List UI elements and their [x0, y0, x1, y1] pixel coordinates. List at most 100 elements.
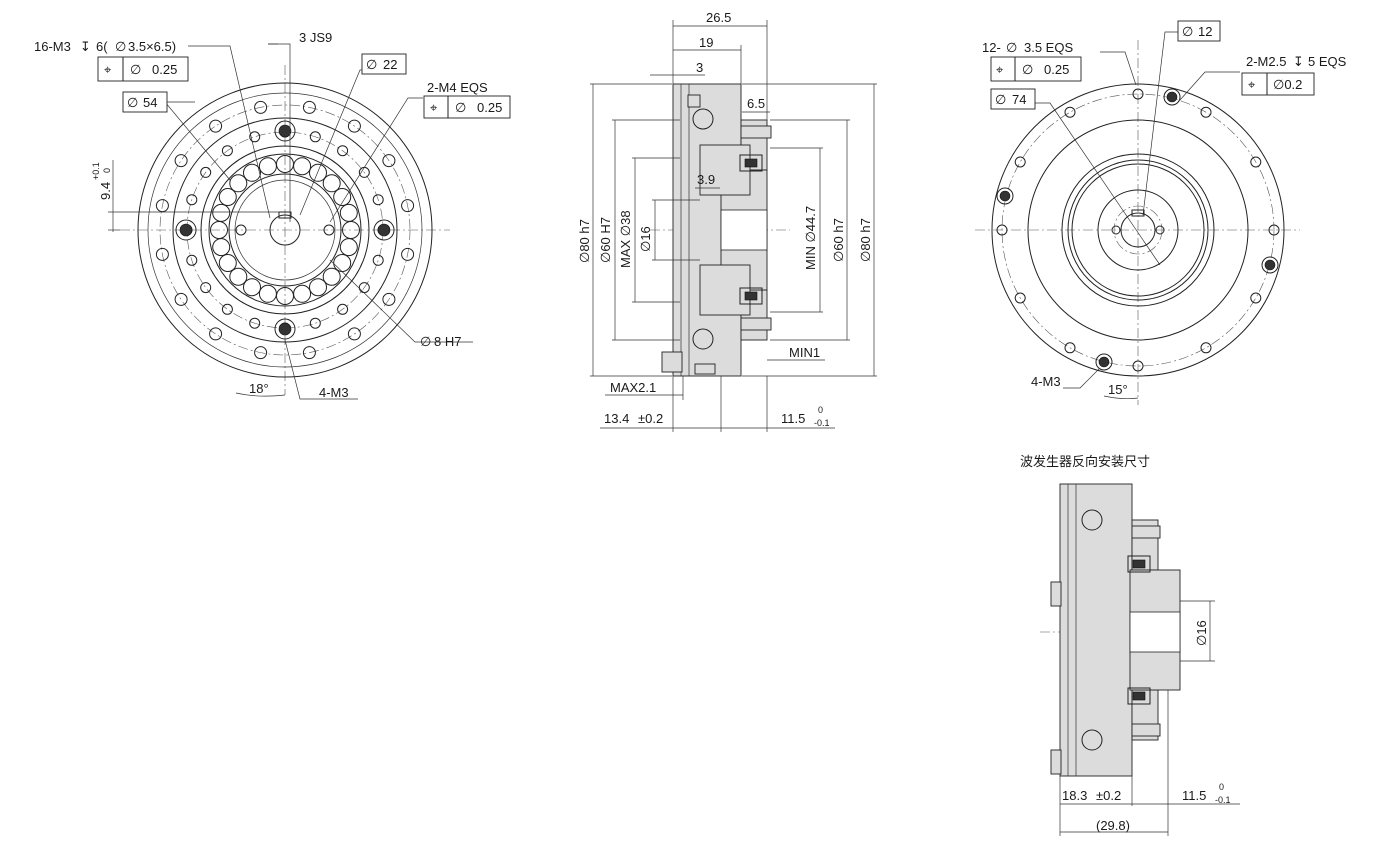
- pcd54-diam: ∅: [127, 95, 138, 110]
- m4-tol-diam: ∅: [455, 100, 466, 115]
- mounting-hole: [1268, 224, 1280, 236]
- reverse-dim-11-5-tol-lower: -0.1: [1215, 795, 1231, 805]
- inner-hole: [309, 317, 321, 329]
- dim-11-5-tol-upper: 0: [818, 405, 823, 415]
- bearing-ball: [333, 188, 352, 206]
- dim-3-9: 3.9: [697, 172, 715, 187]
- m25-tol-frame: [1241, 72, 1315, 96]
- dim-26-5: 26.5: [706, 10, 731, 25]
- holes12-tol-value: 0.25: [1044, 62, 1069, 77]
- mounting-hole: [382, 292, 396, 306]
- mounting-hole: [209, 119, 223, 133]
- inner-hole: [249, 131, 261, 143]
- d60H7-left: ∅60 H7: [598, 217, 613, 263]
- d12-value: 12: [1198, 24, 1212, 39]
- thread-depth-symbol: ↧: [80, 39, 91, 54]
- m3-bolt-bottom: [274, 318, 296, 340]
- front-thread-depth: 6(: [96, 39, 108, 54]
- m3-hole-right: [1261, 256, 1279, 274]
- dim-11-5-tol-lower: -0.1: [814, 418, 830, 428]
- holes12-tol-diam: ∅: [1022, 62, 1033, 77]
- thread-diameter-symbol: ∅: [115, 39, 126, 54]
- dim-3: 3: [696, 60, 703, 75]
- mounting-hole: [155, 199, 169, 213]
- bearing-ball: [243, 163, 261, 182]
- m3-hole-left: [996, 187, 1014, 205]
- mounting-hole: [302, 100, 316, 114]
- m25-note: 2-M2.5: [1246, 54, 1286, 69]
- m4-tol-icon: ⌖: [430, 100, 438, 115]
- pcd22-value: 22: [383, 57, 397, 72]
- inner-hole: [186, 194, 198, 206]
- position-tol-diam: ∅: [130, 62, 141, 77]
- mounting-hole: [996, 224, 1008, 236]
- bearing-ball: [293, 284, 312, 303]
- pcd74-diam: ∅: [995, 92, 1006, 107]
- pcd74-value: 74: [1012, 92, 1026, 107]
- front-thread-note: 16-M3: [34, 39, 71, 54]
- reverse-d16: ∅16: [1194, 620, 1209, 646]
- mounting-hole: [382, 154, 396, 168]
- m3-bolt-right: [373, 219, 395, 241]
- mounting-hole: [1200, 342, 1212, 354]
- keyway-depth-tol-lower: 0: [102, 168, 112, 173]
- holes12-spec: 3.5 EQS: [1024, 40, 1073, 55]
- bearing-ball: [339, 203, 358, 222]
- front-thread-cbore: 3.5×6.5): [128, 39, 176, 54]
- d12-diam: ∅: [1182, 24, 1193, 39]
- bore-value: 8 H7: [434, 334, 461, 349]
- keyway-depth-tol-upper: +0.1: [91, 162, 101, 180]
- angle-18: 18°: [249, 381, 269, 396]
- mounting-hole: [1064, 342, 1076, 354]
- m4-note: 2-M4 EQS: [427, 80, 488, 95]
- mounting-hole: [1014, 292, 1026, 304]
- m25-depth: 5 EQS: [1308, 54, 1347, 69]
- reverse-view: [1040, 483, 1240, 836]
- position-tol-icon: ⌖: [104, 62, 112, 77]
- position-tol-frame: [97, 56, 189, 82]
- pcd22-frame: [361, 53, 407, 75]
- mounting-hole: [347, 119, 361, 133]
- bearing-ball: [229, 174, 248, 193]
- mounting-hole: [1200, 106, 1212, 118]
- dim-18-3-tol: ±0.2: [1096, 788, 1121, 803]
- m25-depth-symbol: ↧: [1293, 54, 1304, 69]
- m3-bolt-left: [175, 219, 197, 241]
- side-view: [590, 20, 877, 432]
- dim-29-8: (29.8): [1096, 818, 1130, 833]
- bearing-ball: [309, 278, 327, 297]
- reverse-view-title: 波发生器反向安装尺寸: [1020, 454, 1150, 469]
- inner-hole: [200, 166, 212, 178]
- inner-hole: [186, 254, 198, 266]
- bearing-ball: [243, 278, 261, 297]
- m25-tol-icon: ⌖: [1248, 77, 1256, 92]
- bore-diam: ∅: [420, 334, 431, 349]
- pcd74-frame: [990, 88, 1036, 110]
- rear-m3-note: 4-M3: [1031, 374, 1061, 389]
- rear-view: [975, 31, 1300, 405]
- d80h7-right: ∅80 h7: [858, 218, 873, 262]
- holes12-note: 12-: [982, 40, 1001, 55]
- mounting-hole: [174, 154, 188, 168]
- dim-19: 19: [699, 35, 713, 50]
- pcd22-diam: ∅: [366, 57, 377, 72]
- bearing-ball: [322, 174, 341, 193]
- mounting-hole: [155, 247, 169, 261]
- inner-hole: [358, 282, 370, 294]
- inner-hole: [309, 131, 321, 143]
- bearing-ball: [258, 157, 277, 176]
- bearing-ball: [212, 238, 231, 257]
- bearing-ball: [229, 267, 248, 286]
- dim-18-3: 18.3: [1062, 788, 1087, 803]
- pcd54-frame: [122, 91, 168, 113]
- d16: ∅16: [638, 226, 653, 252]
- dim-11-5: 11.5: [781, 411, 805, 426]
- mounting-hole: [1250, 156, 1262, 168]
- bearing-ball: [218, 254, 237, 272]
- mounting-hole: [1132, 360, 1144, 372]
- inner-hole: [249, 317, 261, 329]
- m4-tol-value: 0.25: [477, 100, 502, 115]
- mounting-hole: [401, 247, 415, 261]
- inner-hole: [337, 145, 349, 157]
